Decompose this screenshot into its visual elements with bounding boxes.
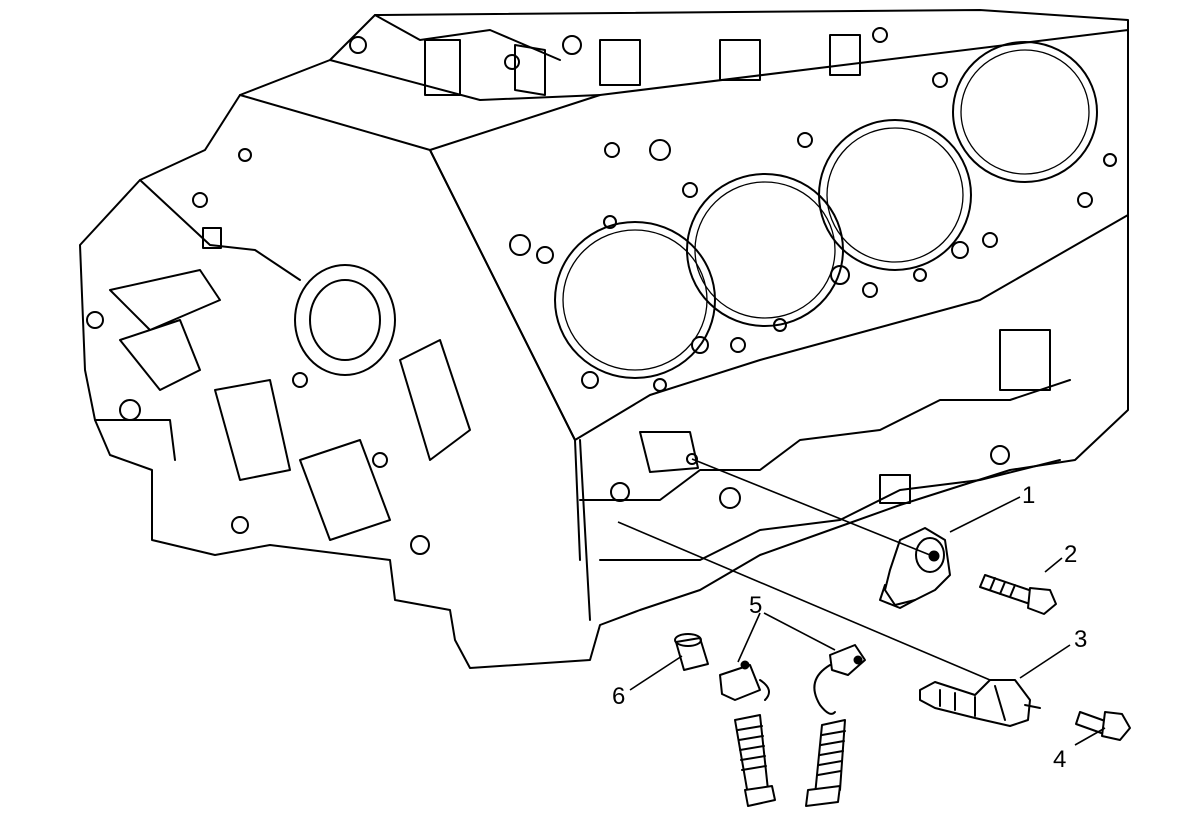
callout-6: 6 bbox=[612, 683, 625, 710]
part-2-bolt bbox=[979, 574, 1057, 615]
callout-1: 1 bbox=[1022, 482, 1035, 509]
valley-bosses bbox=[424, 34, 861, 96]
part-4-bolt bbox=[1075, 711, 1131, 741]
engine-block bbox=[79, 9, 1129, 669]
leader-5b bbox=[763, 612, 836, 651]
leader-2 bbox=[1044, 557, 1063, 573]
leader-3-to-block bbox=[617, 521, 991, 681]
part-1-sensor bbox=[879, 527, 951, 609]
callouts: 1 2 3 4 5 6 bbox=[612, 482, 1087, 773]
valley-edge bbox=[239, 14, 601, 561]
pan-rail bbox=[579, 379, 1071, 621]
leader-6 bbox=[629, 655, 683, 691]
part-3-sensor bbox=[919, 679, 1041, 727]
cylinder-deck bbox=[429, 29, 1129, 441]
leader-lines bbox=[617, 458, 1106, 746]
leader-4 bbox=[1074, 727, 1106, 746]
leader-1-to-block bbox=[691, 458, 931, 556]
cylinder-bores bbox=[554, 41, 1098, 379]
callout-2: 2 bbox=[1064, 541, 1077, 568]
leader-1 bbox=[949, 496, 1021, 533]
part-5-connectors bbox=[719, 644, 866, 807]
part-6-cap bbox=[674, 633, 709, 671]
callout-5: 5 bbox=[749, 592, 762, 619]
callout-4: 4 bbox=[1053, 746, 1066, 773]
leader-3 bbox=[1019, 644, 1071, 679]
deck-holes bbox=[509, 72, 1117, 392]
leader-5a bbox=[737, 612, 761, 663]
callout-3: 3 bbox=[1074, 626, 1087, 653]
rear-face bbox=[86, 148, 471, 555]
sensor-boss-front bbox=[639, 431, 699, 473]
